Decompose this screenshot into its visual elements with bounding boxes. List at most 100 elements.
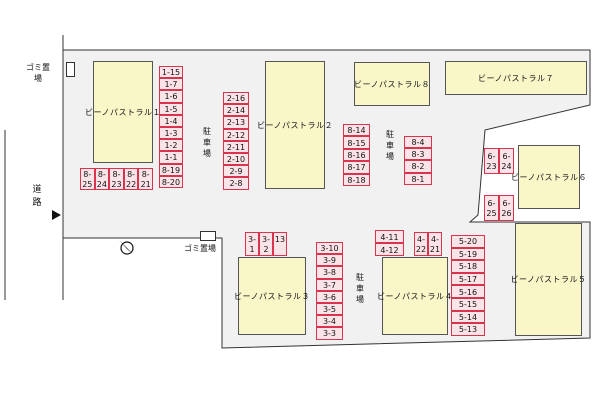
parking-slot-c5-7: 5-13: [451, 323, 485, 336]
parking-slot-r8-3: 8-22: [123, 168, 139, 190]
building-8: ビーノパストラル８: [354, 62, 430, 106]
parking-slot-label: 1-15: [161, 68, 181, 78]
parking-slot-c5-0: 5-20: [451, 235, 485, 248]
parking-slot-c6a-1: 6-24: [499, 148, 514, 174]
parking-slot-c4b-0: 4-22: [414, 232, 428, 256]
building-3: ビーノパストラル３: [234, 257, 310, 335]
building-5: ビーノパストラル５: [510, 223, 586, 336]
parking-slot-label: 5-16: [458, 287, 478, 297]
parking-slot-label: 8-18: [347, 175, 366, 185]
parking-slot-label: 3-: [262, 235, 270, 244]
parking-slot-label: 8-: [127, 170, 136, 179]
entrance-arrow-icon: [52, 210, 61, 220]
building-2: ビーノパストラル２: [257, 61, 333, 189]
parking-slot-c5-5: 5-15: [451, 298, 485, 311]
parking-slot-label: 4-: [417, 235, 425, 244]
parking-slot-label: 2-16: [226, 94, 246, 104]
parking-slot-c3b-5: 3-5: [316, 303, 343, 316]
parking-slot-label: 8-: [112, 170, 121, 179]
parking-slot-label: 21: [429, 245, 441, 254]
garbage-box-mid: [200, 231, 216, 241]
parking-slot-label: 13: [274, 235, 286, 244]
parking-slot-label: 8-: [141, 170, 150, 179]
parking-slot-c2-6: 2-9: [223, 165, 249, 178]
parking-slot-c3b-4: 3-6: [316, 290, 343, 303]
parking-slot-c6b-1: 6-26: [499, 195, 514, 221]
parking-slot-r8-0: 8-25: [80, 168, 95, 190]
garbage-box-top: [66, 62, 75, 77]
parking-slot-c4-1: 8-3: [404, 148, 432, 161]
parking-slot-label: 25: [486, 209, 497, 218]
parking-slot-c2-1: 2-14: [223, 104, 249, 117]
parking-slot-label: 3-8: [322, 268, 337, 278]
parking-slot-c6a-0: 6-23: [484, 148, 499, 174]
parking-slot-c2-7: 2-8: [223, 177, 249, 190]
parking-slot-label: 22: [415, 245, 427, 254]
parking-slot-label: 6-: [487, 152, 496, 161]
parking-slot-label: 5-14: [458, 312, 478, 322]
parking-slot-label: 4-: [431, 235, 439, 244]
parking-slot-c3b-3: 3-7: [316, 278, 343, 291]
parking-slot-c4-3: 8-1: [404, 172, 432, 185]
parking-slot-label: 21: [140, 180, 151, 189]
parking-slot-label: 24: [96, 180, 107, 189]
parking-slot-label: 2-13: [226, 118, 246, 128]
parking-slot-r8-4: 8-21: [138, 168, 153, 190]
parking-slot-label: 8-16: [347, 150, 366, 160]
parking-slot-c3b-7: 3-3: [316, 327, 343, 340]
parking-slot-r3-2: 13: [273, 232, 287, 256]
parking-slot-c3b-0: 3-10: [316, 242, 343, 255]
parking-slot-label: 1-4: [164, 116, 178, 126]
parking-slot-c6b-0: 6-25: [484, 195, 499, 221]
parking-slot-c4b-1: 4-21: [428, 232, 442, 256]
parking-slot-c1-6: 1-2: [159, 139, 183, 152]
parking-slot-label: 3-4: [322, 317, 337, 327]
parking-slot-label: 1-3: [164, 129, 178, 139]
road-label: 道路: [32, 185, 42, 208]
parking-slot-label: 3-: [248, 235, 256, 244]
parking-slot-label: 8-2: [411, 162, 425, 172]
parking-slot-label: 5-17: [458, 275, 478, 285]
parking-slot-r3-0: 3-1: [245, 232, 259, 256]
parking-slot-label: 5-15: [458, 300, 478, 310]
parking-slot-label: 2-12: [226, 130, 246, 140]
parking-slot-c1-7: 1-1: [159, 151, 183, 164]
parking-slot-label: 4-11: [380, 232, 399, 242]
parking-slot-r3-1: 3-2: [259, 232, 273, 256]
parking-slot-label: 8-4: [411, 138, 425, 148]
parking-slot-label: 1-6: [164, 92, 178, 102]
parking-slot-c2-4: 2-11: [223, 140, 249, 153]
parking-slot-c5-6: 5-14: [451, 310, 485, 324]
parking-slot-c3b-6: 3-4: [316, 315, 343, 328]
parking-slot-label: 3-5: [322, 305, 337, 315]
parking-slot-label: 8-1: [411, 174, 425, 184]
parking-slot-label: 2: [263, 245, 269, 254]
parking-label-a: 駐車場: [203, 127, 211, 158]
parking-slot-c4a-1: 4-12: [375, 243, 404, 256]
parking-slot-label: 26: [501, 209, 512, 218]
building-6: ビーノパストラル６: [511, 145, 587, 209]
parking-slot-label: 24: [501, 162, 512, 171]
parking-slot-c5-1: 5-19: [451, 247, 485, 261]
parking-slot-label: 8-14: [347, 126, 366, 136]
parking-slot-label: 3-3: [322, 329, 337, 339]
parking-slot-c4-2: 8-2: [404, 160, 432, 173]
parking-slot-c1-3: 1-5: [159, 102, 183, 115]
parking-slot-c3-1: 8-15: [343, 136, 370, 149]
parking-slot-c1-5: 1-3: [159, 127, 183, 140]
parking-slot-c4-0: 8-4: [404, 136, 432, 149]
parking-slot-c3-0: 8-14: [343, 124, 370, 137]
parking-slot-c1-8: 8-19: [159, 163, 183, 176]
parking-slot-label: 1-5: [164, 104, 178, 114]
parking-slot-label: 3-6: [322, 292, 337, 302]
parking-slot-label: 8-: [97, 170, 106, 179]
parking-slot-label: 8-: [83, 170, 92, 179]
building-1: ビーノパストラル１: [85, 61, 161, 163]
parking-slot-label: 23: [111, 180, 122, 189]
parking-slot-label: 23: [486, 162, 497, 171]
parking-slot-label: 5-13: [458, 325, 478, 335]
parking-slot-label: 5-19: [458, 249, 478, 259]
parking-slot-label: 3-9: [322, 256, 337, 266]
parking-slot-c1-0: 1-15: [159, 66, 183, 79]
